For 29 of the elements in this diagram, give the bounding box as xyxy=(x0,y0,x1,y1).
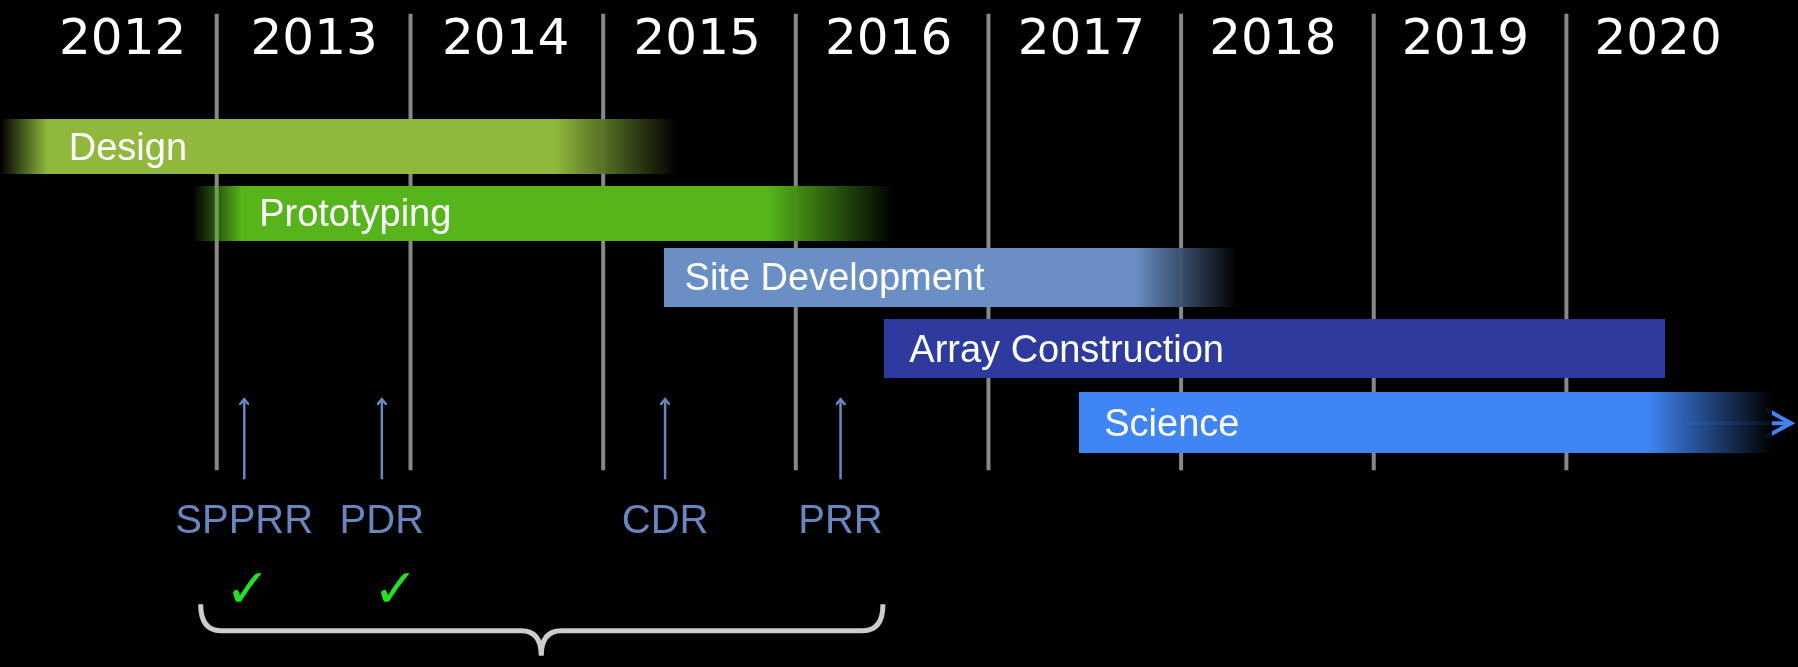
phase-label: Design xyxy=(68,125,188,169)
phase-label: Site Development xyxy=(684,256,985,299)
year-label: 2018 xyxy=(1209,12,1337,62)
phase-bar xyxy=(663,247,1239,308)
year-label: 2019 xyxy=(1401,12,1530,62)
year-label: 2013 xyxy=(250,12,378,62)
arrow xyxy=(375,397,389,480)
phase-label: Array Construction xyxy=(909,327,1224,371)
year-label: 2012 xyxy=(59,12,187,62)
phase-bar xyxy=(884,318,1665,379)
year-label: 2020 xyxy=(1594,12,1722,62)
year-label: 2014 xyxy=(442,12,570,62)
phase-label: Prototyping xyxy=(259,191,452,235)
check-mark: ✓ xyxy=(373,561,419,616)
phase-label: Science xyxy=(1104,401,1240,445)
check-mark: ✓ xyxy=(225,561,271,616)
phase-bar xyxy=(1079,392,1772,453)
milestone-label: SPPRR xyxy=(175,498,314,539)
phase-bar xyxy=(0,119,677,175)
year-label: 2017 xyxy=(1017,12,1145,62)
phase-bar xyxy=(192,185,895,241)
year-label: 2015 xyxy=(633,12,761,62)
milestone-label: PDR xyxy=(339,498,425,539)
arrow xyxy=(238,397,251,480)
arrow xyxy=(658,397,672,480)
milestone-label: CDR xyxy=(621,498,709,539)
year-label: 2016 xyxy=(825,12,953,62)
arrow xyxy=(834,397,847,480)
milestone-label: PRR xyxy=(798,498,883,539)
